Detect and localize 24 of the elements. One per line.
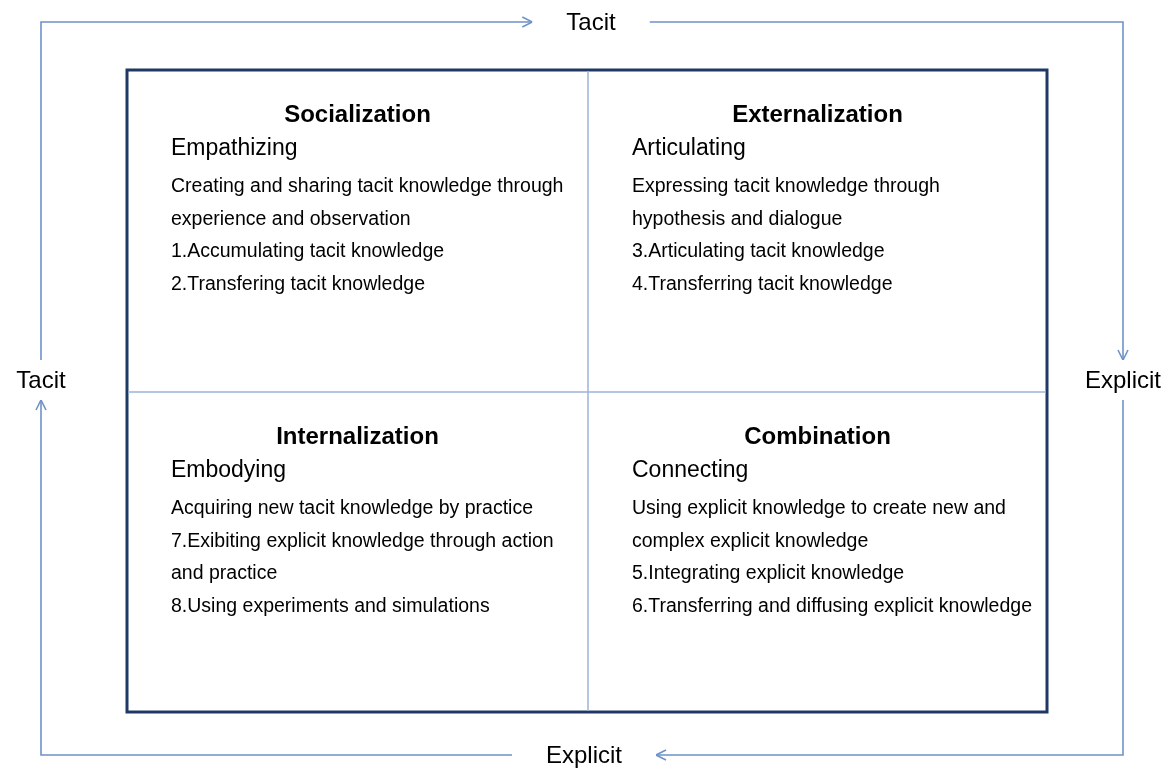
description-text: 7.Exibiting explicit knowledge through action and practice	[171, 527, 555, 585]
quadrant-heading: Combination	[743, 422, 892, 450]
quadrant-heading: Internalization	[275, 422, 440, 450]
description-text: 8.Using experiments and simulations	[171, 592, 491, 618]
quadrant-subheading: Empathizing	[171, 134, 299, 161]
quadrant-subheading: Articulating	[632, 134, 747, 161]
quadrant-subheading: Embodying	[171, 456, 288, 483]
quadrant-subheading: Connecting	[632, 456, 750, 483]
description-text: 2.Transfering tacit knowledge	[171, 270, 426, 296]
quadrant-heading: Socialization	[283, 100, 432, 128]
description-text: Creating and sharing tacit knowledge through experience and observation	[171, 173, 565, 231]
arrow	[35, 399, 513, 756]
quadrant-heading: Externalization	[731, 100, 904, 128]
arrow	[648, 21, 1129, 361]
description-text: Expressing tacit knowledge through hypothesis and dialogue	[632, 173, 941, 231]
description-text: 1.Accumulating tacit knowledge	[171, 238, 446, 263]
description-text: 5.Integrating explicit knowledge	[632, 560, 906, 585]
arrow	[655, 399, 1124, 761]
arrow	[40, 16, 534, 361]
description-text: Using explicit knowledge to create new and complex explicit knowledge	[632, 495, 1007, 553]
description-text: 6.Transferring and diffusing explicit knowledge	[632, 592, 1033, 618]
description-text: 3.Articulating tacit knowledge	[632, 238, 886, 263]
description-text: 4.Transferring tacit knowledge	[632, 270, 894, 296]
description-text: Acquiring new tacit knowledge by practice	[171, 495, 535, 520]
